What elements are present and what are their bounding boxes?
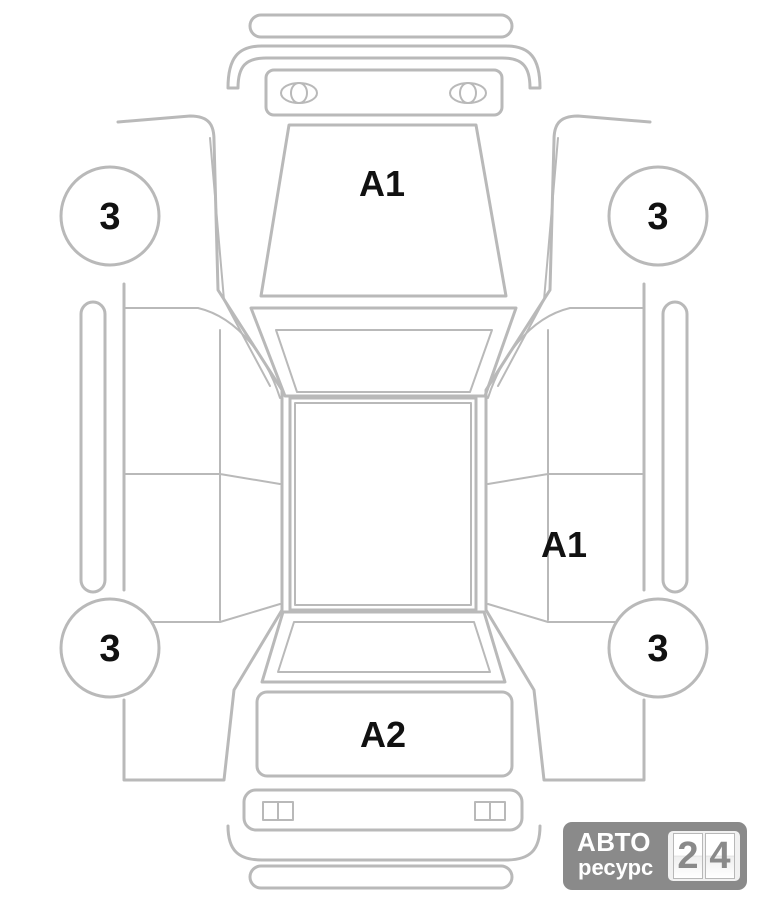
windshield-inner (275, 329, 493, 393)
mark-wheel-front-left: 3 (99, 196, 120, 238)
rear-bumper (226, 824, 542, 862)
roof-inner (294, 402, 472, 606)
logo-digit-box: 2 4 (668, 831, 740, 881)
mark-right-rear-door: A1 (541, 524, 587, 565)
logo-text-line2: ресурс (578, 855, 654, 880)
front-grille (264, 68, 504, 117)
mark-wheel-front-right: 3 (647, 196, 668, 238)
left-side-skirt (79, 300, 107, 594)
rear-window-frame (260, 610, 507, 684)
logo-digit-2: 4 (705, 833, 735, 879)
right-window-line (487, 307, 645, 623)
wheel-rear-left (59, 597, 161, 699)
front-bumper-bar (248, 13, 514, 39)
headlight-left (280, 82, 318, 104)
mark-front-windshield: A1 (359, 163, 405, 204)
front-windshield-panel (259, 123, 508, 298)
right-side-profile (484, 114, 652, 782)
roof (288, 396, 478, 612)
front-bumper (226, 44, 542, 90)
mark-wheel-rear-right: 3 (647, 628, 668, 670)
left-window-line (123, 307, 281, 623)
headlight-right (449, 82, 487, 104)
logo-text-line1: АВТО (577, 827, 652, 857)
mark-rear-window: A2 (360, 714, 406, 755)
cowl (249, 306, 518, 398)
rear-bumper-top (242, 788, 524, 832)
right-side-skirt (661, 300, 689, 594)
left-side-profile (116, 114, 284, 782)
mark-wheel-rear-left: 3 (99, 628, 120, 670)
logo-digit-1: 2 (673, 833, 703, 879)
rear-window-inner (277, 621, 491, 673)
avtoresurs-logo: АВТО ресурс 2 4 (563, 822, 747, 890)
rear-bumper-bar (248, 864, 514, 890)
wheel-rear-right (607, 597, 709, 699)
trunk-panel (255, 690, 514, 778)
wheel-front-right (607, 165, 709, 267)
wheel-front-left (59, 165, 161, 267)
